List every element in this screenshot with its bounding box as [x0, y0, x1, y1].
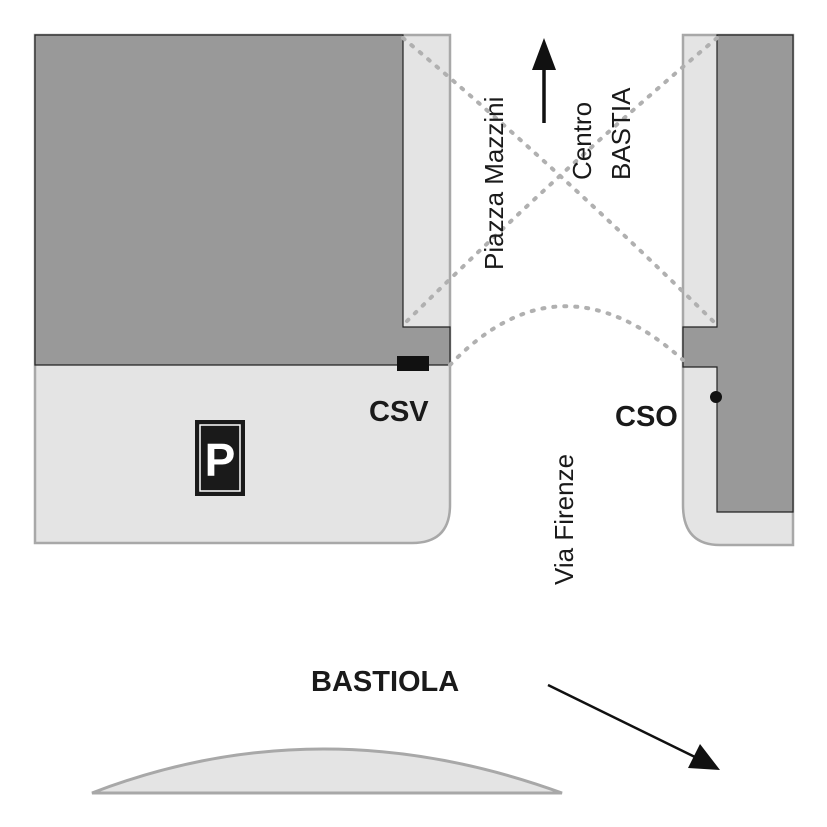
dotted-diagonal-2	[401, 36, 719, 327]
bastiola-area	[91, 747, 563, 795]
pedestrian-crossing-lines	[401, 36, 719, 367]
north-arrow-icon	[532, 38, 556, 123]
southeast-arrow-icon	[547, 683, 720, 770]
parking-symbol: P	[205, 434, 236, 486]
street-label-piazza: Piazza Mazzini	[479, 97, 509, 270]
bus-stop-marker-icon[interactable]	[397, 356, 429, 371]
bus-stop-dot-icon[interactable]	[710, 391, 722, 403]
stop-label-csv: CSV	[369, 396, 429, 428]
direction-label-line1: Centro	[567, 102, 597, 180]
direction-label-line2: BASTIA	[606, 87, 636, 180]
parking-icon: P	[195, 420, 245, 496]
stop-label-cso: CSO	[615, 401, 678, 433]
area-label-bastiola: BASTIOLA	[311, 666, 459, 698]
dotted-arc	[448, 304, 685, 367]
street-label-via: Via Firenze	[549, 454, 579, 585]
right-building	[682, 34, 794, 513]
left-building	[34, 34, 451, 366]
